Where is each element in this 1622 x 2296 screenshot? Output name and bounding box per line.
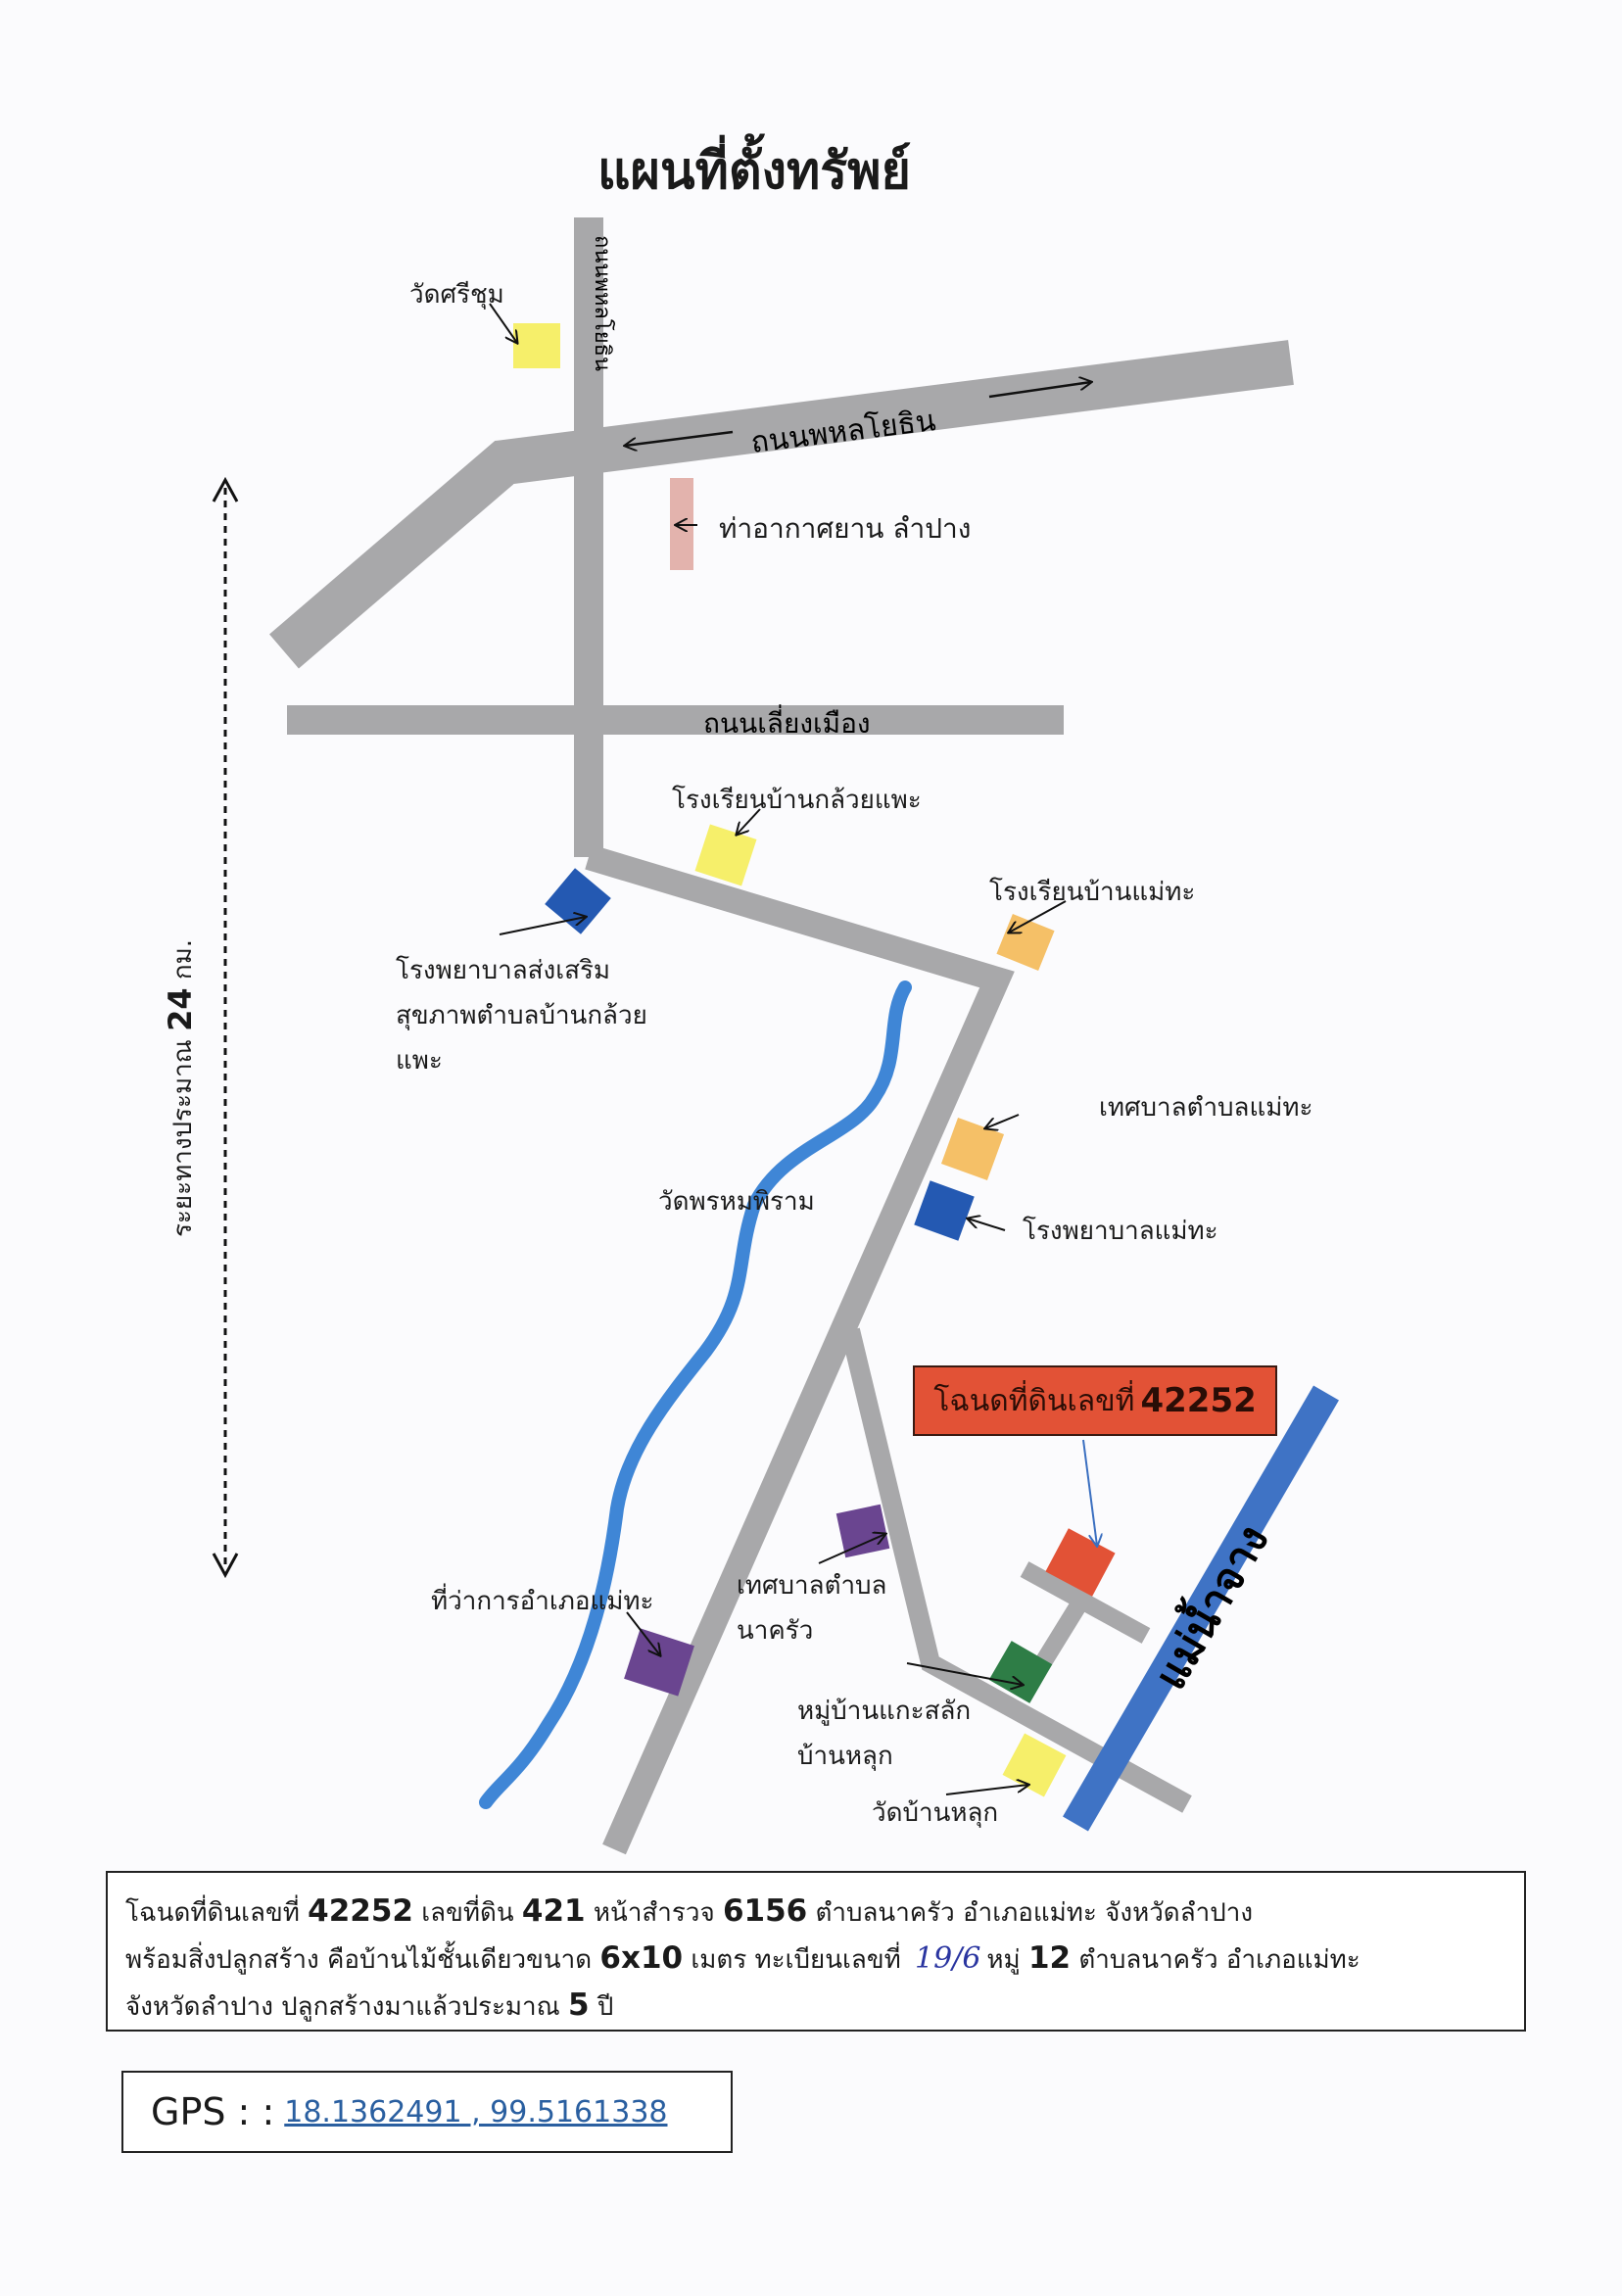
label-hospital-kluai-phae-3: แพะ: [396, 1046, 443, 1076]
gps-coordinates-link[interactable]: 18.1362491 , 99.5161338: [284, 2094, 668, 2129]
gps-label: GPS : :: [151, 2090, 275, 2133]
label-liang-mueang: ถนนเลี่ยงเมือง: [703, 704, 871, 740]
label-river: แม่น้ำจาง: [1138, 1513, 1278, 1698]
info-moo-label: หมู่: [986, 1945, 1021, 1975]
label-village-2: บ้านหลุก: [797, 1742, 893, 1771]
info-land-label: เลขที่ดิน: [421, 1898, 514, 1928]
arrow-district-office: [626, 1611, 660, 1655]
info-age-label: จังหวัดลำปาง ปลูกสร้างมาแล้วประมาณ: [125, 1992, 560, 2022]
road-mae-tha: [585, 844, 1015, 1855]
marker-village: [988, 1641, 1053, 1703]
info-land-number: 421: [521, 1893, 586, 1929]
marker-district-office: [624, 1628, 694, 1697]
info-deed-label: โฉนดที่ดินเลขที่: [125, 1898, 300, 1928]
arrow-na-khrua: [818, 1534, 885, 1564]
info-deed-number: 42252: [308, 1893, 413, 1929]
info-line-2: พร้อมสิ่งปลูกสร้าง คือบ้านไม้ชั้นเดียวขน…: [125, 1936, 1506, 1983]
label-airport: ท่าอากาศยาน ลำปาง: [719, 512, 972, 545]
info-survey-number: 6156: [722, 1893, 808, 1929]
distance-label: ระยะทางประมาณ 24 กม.: [162, 902, 203, 1274]
distance-value: 24: [162, 987, 199, 1031]
label-municipality-mae-tha: เทศบาลตำบลแม่ทะ: [1099, 1093, 1313, 1123]
info-house-number: 19/6: [915, 1941, 981, 1976]
road-village-top: [1020, 1561, 1151, 1644]
label-hospital-mae-tha: โรงพยาบาลแม่ทะ: [1023, 1217, 1218, 1246]
info-house-label: เมตร ทะเบียนเลขที่: [691, 1945, 901, 1975]
info-location: ตำบลนาครัว อำเภอแม่ทะ จังหวัดลำปาง: [815, 1898, 1254, 1928]
label-school-kluai-phae: โรงเรียนบ้านกล้วยแพะ: [672, 786, 922, 815]
distance-text: ระยะทางประมาณ: [168, 1039, 198, 1238]
info-subdistrict: ตำบลนาครัว อำเภอแม่ทะ: [1078, 1945, 1360, 1975]
deed-callout-number: 42252: [1140, 1381, 1257, 1420]
info-line-3: จังหวัดลำปาง ปลูกสร้างมาแล้วประมาณ 5 ปี: [125, 1983, 1506, 2030]
label-village-1: หมู่บ้านแกะสลัก: [797, 1697, 972, 1726]
page-title: แผนที่ตั้งทรัพย์: [597, 142, 911, 201]
arrow-wat-sri-chum: [489, 303, 517, 343]
arrow-school-mae-tha: [1009, 900, 1067, 933]
label-district-office: ที่ว่าการอำเภอแม่ทะ: [431, 1587, 654, 1616]
deed-number-callout: โฉนดที่ดินเลขที่ 42252: [913, 1365, 1277, 1436]
deed-callout-prefix: โฉนดที่ดินเลขที่: [933, 1383, 1135, 1418]
arrow-wat-ban-luk: [945, 1785, 1028, 1795]
arrow-hospital-mae-tha: [968, 1219, 1006, 1231]
info-building-label: พร้อมสิ่งปลูกสร้าง คือบ้านไม้ชั้นเดียวขน…: [125, 1945, 593, 1975]
arrow-school-kluai-phae: [737, 808, 761, 835]
marker-municipality-na-khrua: [835, 1504, 890, 1558]
info-survey-label: หน้าสำรวจ: [593, 1898, 715, 1928]
marker-hospital-kluai-phae: [545, 868, 611, 934]
label-wat-ban-luk: วัดบ้านหลุก: [872, 1798, 999, 1828]
label-road-vertical: ถนนพหลโยธิน: [590, 235, 615, 371]
info-building-size: 6x10: [599, 1940, 684, 1976]
distance-arrow-top: [212, 476, 239, 502]
label-school-mae-tha: โรงเรียนบ้านแม่ทะ: [989, 878, 1196, 907]
info-age-years: 5: [568, 1987, 590, 2023]
info-line-1: โฉนดที่ดินเลขที่ 42252 เลขที่ดิน 421 หน้…: [125, 1889, 1506, 1936]
arrow-village: [906, 1662, 1023, 1685]
label-municipality-na-khrua-2: นาครัว: [737, 1616, 814, 1646]
distance-arrow-bottom: [212, 1553, 239, 1579]
marker-wat-sri-chum: [513, 323, 560, 368]
distance-unit: กม.: [168, 938, 198, 981]
info-moo-number: 12: [1027, 1940, 1072, 1976]
marker-hospital-mae-tha: [914, 1180, 975, 1241]
arrow-municipality-mae-tha: [985, 1114, 1020, 1128]
arrow-hospital-kluai-phae: [499, 917, 586, 935]
marker-school-kluai-phae: [694, 824, 757, 886]
arrow-phahon-right: [988, 382, 1091, 399]
label-wat-sri-chum: วัดศรีชุม: [409, 280, 504, 310]
arrow-phahon-left: [625, 430, 734, 446]
label-municipality-na-khrua-1: เทศบาลตำบล: [737, 1571, 887, 1601]
label-hospital-kluai-phae-1: โรงพยาบาลส่งเสริม: [396, 956, 611, 985]
property-info-box: โฉนดที่ดินเลขที่ 42252 เลขที่ดิน 421 หน้…: [106, 1871, 1526, 2032]
gps-box: GPS : : 18.1362491 , 99.5161338: [121, 2071, 733, 2153]
label-wat-phrom-phiram: วัดพรหมพิราม: [658, 1187, 815, 1217]
river-band: [1063, 1385, 1339, 1832]
road-phahonyothin: [269, 340, 1294, 669]
label-hospital-kluai-phae-2: สุขภาพตำบลบ้านกล้วย: [396, 1001, 647, 1030]
info-age-unit: ปี: [596, 1992, 614, 2022]
stream: [479, 981, 912, 1809]
marker-municipality-mae-tha: [940, 1117, 1005, 1181]
arrow-deed-parcel: [1082, 1439, 1097, 1546]
